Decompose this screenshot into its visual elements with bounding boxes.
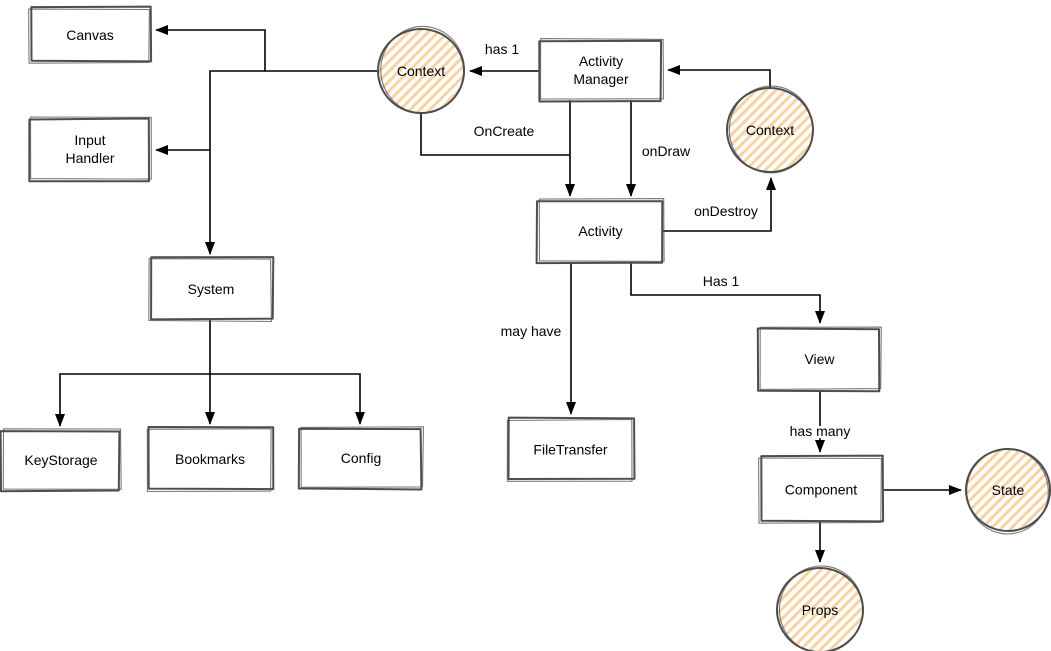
config-shape-sketch — [300, 426, 425, 488]
activity-manager-shape[interactable] — [538, 39, 663, 103]
context-2-label-line: Context — [746, 122, 794, 138]
context-1-label-line: Context — [397, 63, 445, 79]
keystorage-label: KeyStorage — [24, 452, 97, 468]
context-1-label: Context — [397, 63, 445, 79]
edge-ondestroy[interactable] — [663, 177, 776, 232]
component-label: Component — [785, 482, 857, 498]
state-label: State — [992, 482, 1025, 498]
edge-label-ondestroy: onDestroy — [694, 203, 758, 219]
system-label-line: System — [188, 281, 235, 297]
edge-label-may-have: may have — [501, 323, 562, 339]
edge-trunk-to-canvas[interactable] — [155, 25, 378, 72]
props-label-line: Props — [802, 602, 839, 618]
config-label-line: Config — [341, 450, 381, 466]
view-label-line: View — [804, 351, 835, 367]
system-shape[interactable] — [150, 256, 275, 321]
edge-system-to-keystorage[interactable] — [55, 320, 211, 427]
filetransfer-shape[interactable] — [507, 416, 636, 480]
edge-has-1[interactable] — [630, 262, 825, 324]
node-state[interactable]: State — [964, 447, 1051, 537]
input-handler-label-line: Input — [74, 132, 105, 148]
bookmarks-shape[interactable] — [147, 426, 275, 491]
canvas-shape-sketch — [28, 8, 150, 64]
bookmarks-shape-sketch — [146, 428, 272, 493]
edge-label-ondraw: onDraw — [642, 143, 691, 159]
bookmarks-label-line: Bookmarks — [175, 451, 245, 467]
edge-label-has-many: has many — [790, 423, 851, 439]
activity-manager-shape-sketch — [539, 38, 665, 100]
system-shape-sketch — [148, 258, 272, 323]
keystorage-shape[interactable] — [0, 430, 121, 493]
canvas-label: Canvas — [66, 27, 113, 43]
node-context-1[interactable]: Context — [377, 25, 465, 114]
view-label: View — [804, 351, 835, 367]
keystorage-shape-sketch — [2, 428, 122, 490]
edge-labels-layer: has 1 OnCreate onDraw onDestroy may have Has … — [471, 39, 853, 442]
bookmarks-label: Bookmarks — [175, 451, 245, 467]
node-bookmarks[interactable]: Bookmarks — [146, 426, 275, 493]
props-label: Props — [802, 602, 839, 618]
node-keystorage[interactable]: KeyStorage — [0, 428, 122, 493]
node-context-2[interactable]: Context — [726, 83, 816, 176]
config-shape[interactable] — [297, 427, 423, 491]
keystorage-label-line: KeyStorage — [24, 452, 97, 468]
activity-label: Activity — [578, 223, 622, 239]
activity-shape[interactable] — [535, 200, 664, 265]
edge-oncreate[interactable] — [420, 114, 570, 156]
node-canvas[interactable]: Canvas — [28, 5, 153, 64]
activity-label-line: Activity — [578, 223, 622, 239]
edges-layer — [55, 25, 962, 563]
node-component[interactable]: Component — [758, 454, 885, 524]
config-label: Config — [341, 450, 381, 466]
context-1-shape-sketch — [380, 25, 465, 114]
edge-context2-to-am[interactable] — [667, 65, 771, 87]
edge-label-oncreate: OnCreate — [474, 123, 535, 139]
state-shape-sketch — [966, 448, 1049, 535]
context-2-label: Context — [746, 122, 794, 138]
edge-label-am-to-context1: has 1 — [485, 41, 519, 57]
view-shape[interactable] — [756, 327, 881, 393]
context-2-shape-sketch — [728, 85, 814, 174]
input-handler-shape[interactable] — [28, 117, 150, 183]
node-view[interactable]: View — [756, 326, 882, 393]
filetransfer-shape-sketch — [506, 418, 633, 482]
activity-manager-label-line: Activity — [579, 53, 623, 69]
node-activity[interactable]: Activity — [535, 198, 665, 265]
edge-trunk-to-input-handler[interactable] — [155, 70, 265, 155]
filetransfer-label-line: FileTransfer — [533, 442, 608, 458]
canvas-label-line: Canvas — [66, 27, 113, 43]
filetransfer-label: FileTransfer — [533, 442, 608, 458]
node-filetransfer[interactable]: FileTransfer — [506, 416, 636, 482]
state-label-line: State — [992, 482, 1025, 498]
input-handler-shape-sketch — [29, 116, 152, 180]
activity-shape-sketch — [538, 198, 665, 262]
activity-manager-label-line: Manager — [573, 71, 629, 87]
node-system[interactable]: System — [148, 256, 275, 323]
component-label-line: Component — [785, 482, 857, 498]
node-config[interactable]: Config — [297, 426, 425, 491]
input-handler-label-line: Handler — [65, 150, 114, 166]
edge-label-has-1: Has 1 — [703, 273, 740, 289]
edge-system-to-config[interactable] — [210, 373, 365, 425]
props-shape-sketch — [778, 565, 864, 651]
component-shape-sketch — [758, 457, 882, 524]
system-label: System — [188, 281, 235, 297]
view-shape-sketch — [759, 326, 882, 390]
node-props[interactable]: Props — [776, 563, 866, 651]
canvas-shape[interactable] — [30, 5, 153, 63]
component-shape[interactable] — [760, 454, 885, 523]
